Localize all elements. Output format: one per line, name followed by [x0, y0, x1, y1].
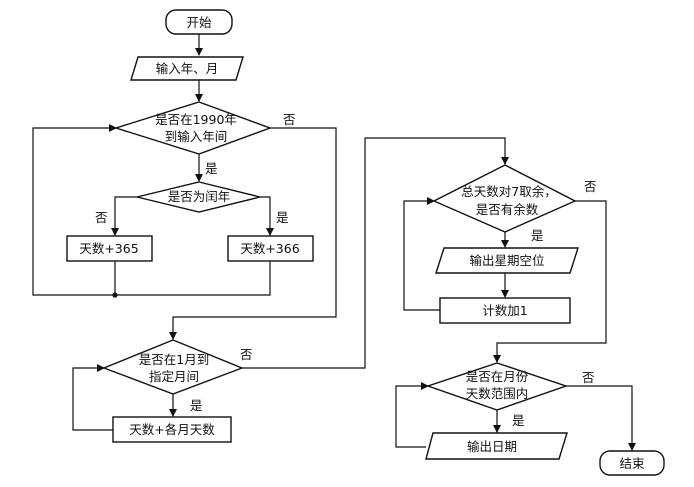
node-print-blank: 输出星期空位: [435, 247, 579, 274]
node-print-blank-label: 输出星期空位: [469, 253, 544, 268]
node-leap-decision-label: 是否为闰年: [168, 189, 231, 204]
node-start: 开始: [165, 9, 233, 35]
node-mod7-decision-line1: 总天数对7取余，: [461, 184, 556, 199]
node-count-inc: 计数加1: [439, 297, 571, 324]
node-start-label: 开始: [186, 15, 212, 30]
node-in-month-decision: 是否在月份 天数范围内: [425, 362, 569, 411]
node-month-decision-line1: 是否在1月到: [139, 352, 209, 367]
connectors: [32, 34, 636, 451]
label-month-yes: 是: [190, 398, 203, 413]
node-add-365-label: 天数+365: [79, 241, 138, 256]
label-mod7-yes: 是: [531, 228, 544, 243]
node-print-date: 输出日期: [425, 432, 568, 460]
node-month-decision: 是否在1月到 指定月间: [102, 339, 244, 395]
node-add-month-days-label: 天数+各月天数: [129, 422, 215, 437]
node-input-label: 输入年、月: [156, 61, 219, 76]
node-add-366: 天数+366: [227, 235, 314, 262]
node-in-month-decision-line2: 天数范围内: [466, 386, 529, 401]
label-mod7-no: 否: [584, 179, 597, 194]
node-print-date-label: 输出日期: [467, 439, 517, 454]
node-add-365: 天数+365: [66, 235, 153, 262]
node-end-label: 结束: [619, 456, 645, 471]
label-leap-no: 否: [95, 210, 108, 225]
node-add-month-days: 天数+各月天数: [112, 416, 232, 443]
node-mod7-decision: 总天数对7取余， 是否有余数: [432, 164, 577, 233]
label-leap-yes: 是: [276, 210, 289, 225]
node-in-month-decision-line1: 是否在月份: [466, 369, 529, 384]
label-in-month-yes: 是: [512, 413, 525, 428]
label-in-month-no: 否: [582, 370, 595, 385]
node-mod7-decision-line2: 是否有余数: [476, 202, 539, 217]
node-input: 输入年、月: [130, 56, 244, 81]
label-year-yes: 是: [205, 161, 218, 176]
node-year-decision-line1: 是否在1990年: [155, 112, 237, 127]
label-month-no: 否: [240, 347, 253, 362]
node-count-inc-label: 计数加1: [482, 303, 527, 318]
branch-labels: 否 是 否 是 否 是 否 是 否 是: [95, 112, 597, 428]
node-end: 结束: [599, 450, 665, 476]
node-year-decision-line2: 到输入年间: [165, 129, 228, 144]
merge-point: [112, 292, 118, 298]
label-year-no: 否: [283, 112, 296, 127]
node-add-366-label: 天数+366: [240, 241, 299, 256]
node-month-decision-line2: 指定月间: [149, 369, 199, 384]
node-year-decision: 是否在1990年 到输入年间: [113, 101, 273, 155]
node-leap-decision: 是否为闰年: [136, 181, 261, 213]
